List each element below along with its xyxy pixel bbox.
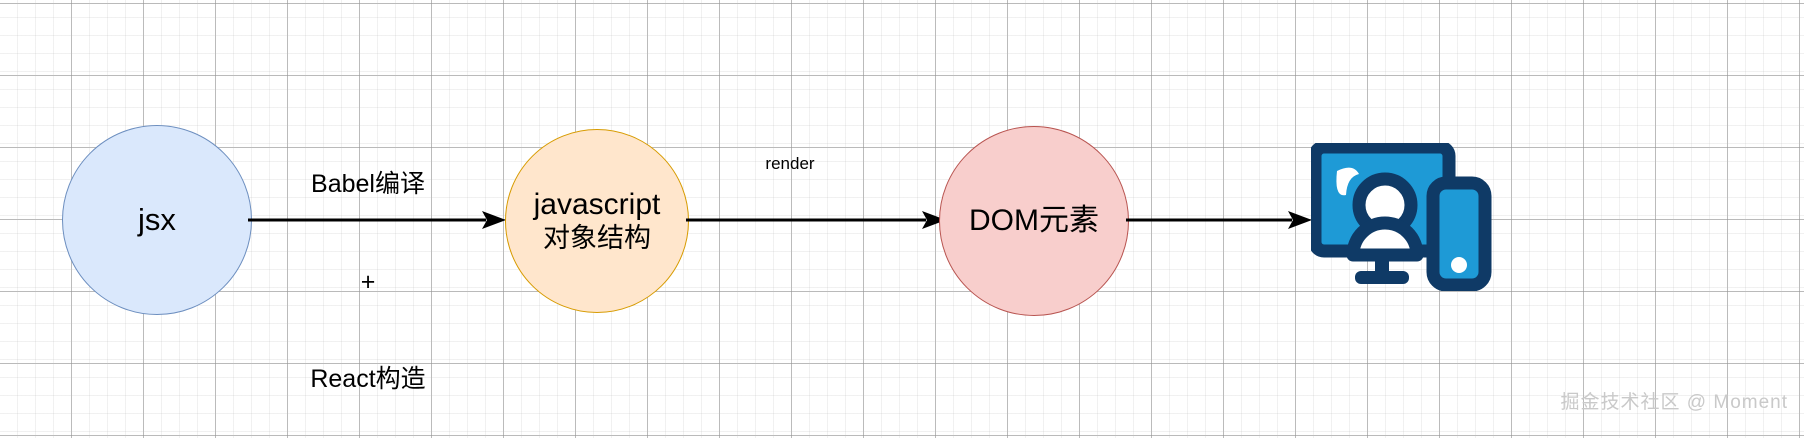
- node-javascript[interactable]: javascript 对象结构: [505, 129, 689, 313]
- mobile-device-icon: [1426, 176, 1492, 291]
- watermark: 掘金技术社区 @ Moment: [1560, 392, 1788, 413]
- edge-label-babel-line2: +: [360, 267, 376, 296]
- edge-label-babel-line1: Babel编译: [311, 170, 425, 198]
- node-javascript-label-line1: javascript: [533, 188, 661, 222]
- node-javascript-label-line2: 对象结构: [543, 222, 651, 253]
- edge-label-render: render: [765, 154, 815, 173]
- mobile-home-button-icon: [1451, 257, 1467, 273]
- edge-label-babel-line3: React构造: [310, 365, 426, 393]
- node-dom[interactable]: DOM元素: [939, 126, 1129, 316]
- desktop-and-mobile-user-icon: [1311, 143, 1492, 291]
- arrow-jsx-to-javascript: [248, 211, 506, 229]
- screen-glare-icon: [1336, 167, 1359, 196]
- node-jsx-label: jsx: [138, 201, 176, 237]
- monitor-stand-base: [1355, 271, 1409, 284]
- arrow-javascript-to-dom: [686, 211, 946, 229]
- edge-label-babel-react: Babel编译 + React构造: [268, 103, 468, 438]
- node-dom-label: DOM元素: [969, 204, 1099, 238]
- arrow-dom-to-device: [1126, 211, 1312, 229]
- user-body-icon: [1346, 216, 1424, 262]
- node-jsx[interactable]: jsx: [62, 125, 252, 315]
